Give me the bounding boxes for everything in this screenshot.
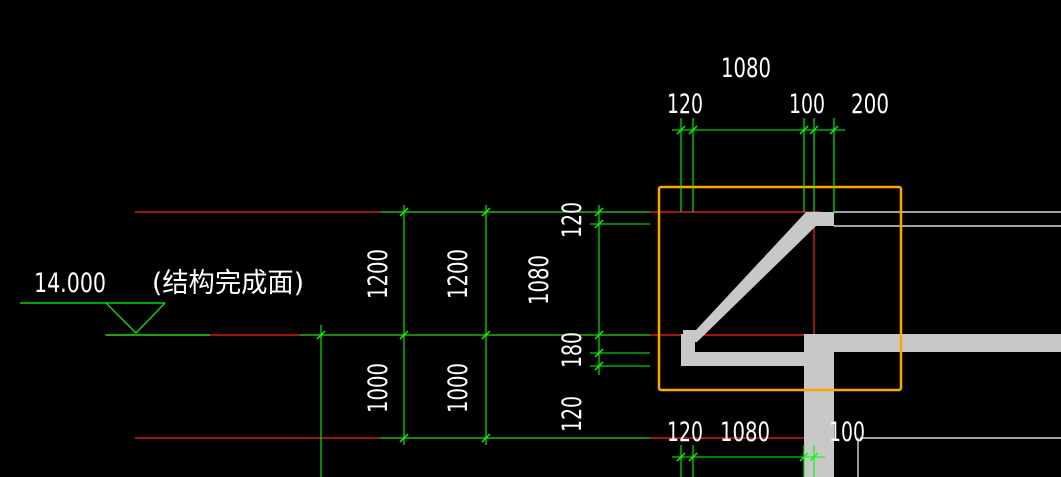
dimension-tick — [481, 330, 491, 340]
dimension-tick — [316, 330, 326, 340]
top-overall-dimension: 1080 — [721, 53, 771, 84]
highlight-selection-box[interactable] — [657, 185, 903, 392]
support-wall — [804, 334, 834, 477]
floor-slab — [804, 334, 1061, 352]
col3-upper-dimension: 1080 — [524, 255, 555, 305]
col1-upper-dimension: 1200 — [363, 249, 394, 299]
bottom-mid-dimension: 1080 — [720, 417, 770, 448]
dimension-tick — [399, 207, 409, 217]
slab-outlines — [834, 211, 1061, 477]
dimension-tick — [594, 361, 604, 371]
dimension-tick — [481, 433, 491, 443]
dimension-tick — [594, 348, 604, 358]
dimension-tick — [688, 452, 698, 462]
top-left-dimension: 120 — [667, 89, 703, 120]
col2-upper-dimension: 1200 — [443, 249, 474, 299]
top-right-dimension: 200 — [851, 89, 889, 120]
dimension-tick — [809, 125, 819, 135]
col4-top-dimension: 120 — [557, 202, 588, 238]
col1-lower-dimension: 1000 — [363, 363, 394, 413]
dimension-tick — [676, 452, 686, 462]
dimension-tick — [481, 207, 491, 217]
col4-mid-dimension: 180 — [557, 332, 588, 368]
level-triangle — [105, 302, 166, 334]
bottom-left-dimension: 120 — [667, 417, 703, 448]
col2-lower-dimension: 1000 — [443, 363, 474, 413]
level-marker — [20, 302, 210, 336]
dimension-tick — [594, 207, 604, 217]
dimension-tick — [809, 452, 819, 462]
dimension-tick — [399, 433, 409, 443]
dimension-tick — [799, 125, 809, 135]
level-value: 14.000 — [34, 268, 106, 299]
dimension-tick — [594, 219, 604, 229]
top-mid-dimension: 100 — [789, 89, 825, 120]
dimension-tick — [829, 125, 839, 135]
dimension-tick — [399, 330, 409, 340]
level-note: (结构完成面) — [152, 268, 304, 299]
dimension-tick — [799, 452, 809, 462]
structural-section — [681, 212, 1061, 477]
diagonal-slab — [683, 212, 834, 342]
bottom-right-dimension: 100 — [829, 417, 865, 448]
dimension-tick — [594, 330, 604, 340]
col4-bottom-dimension: 120 — [557, 396, 588, 432]
dimension-ticks — [316, 125, 839, 462]
lower-ledge — [681, 352, 814, 366]
dimension-tick — [688, 125, 698, 135]
dimension-lines — [300, 118, 845, 477]
dimension-tick — [676, 125, 686, 135]
